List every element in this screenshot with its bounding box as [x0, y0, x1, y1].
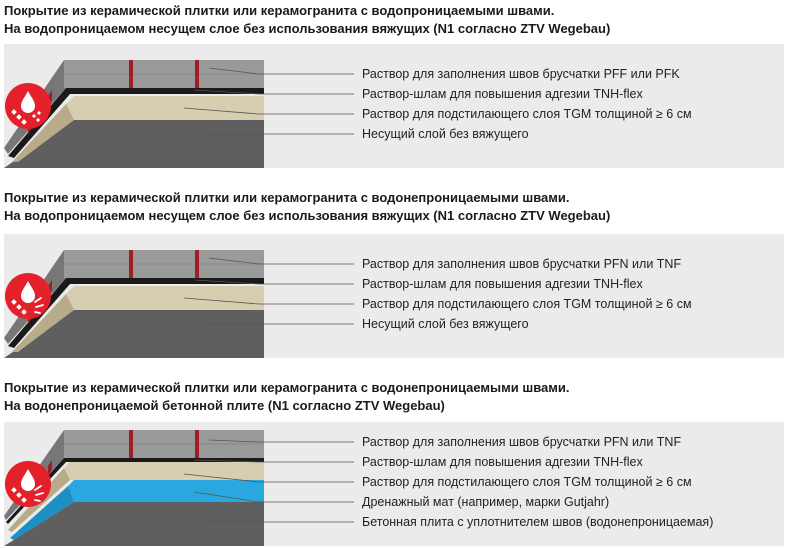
concrete-slab-shape [4, 502, 264, 546]
layer-label: Раствор для подстилающего слоя TGM толщи… [362, 475, 692, 489]
section-1-layer-diagram [4, 60, 354, 168]
layer-label: Несущий слой без вяжущего [362, 317, 529, 331]
bedding-layer-shape [64, 462, 264, 480]
leader-line [208, 257, 354, 265]
section-1-heading-line1: Покрытие из керамической плитки или кера… [4, 3, 555, 18]
section-2-heading-line2: На водопроницаемом несущем слое без испо… [4, 208, 611, 223]
joint-shape [129, 430, 133, 458]
layer-label: Раствор для подстилающего слоя TGM толщи… [362, 107, 692, 121]
bedding-layer-shape [66, 96, 264, 120]
layer-label: Несущий слой без вяжущего [362, 127, 529, 141]
joint-shape [195, 250, 199, 278]
layer-label: Раствор-шлам для повышения адгезии TNH-f… [362, 277, 643, 291]
layer-label: Раствор для заполнения швов брусчатки PF… [362, 435, 682, 449]
drain-mat-shape [68, 480, 264, 502]
layer-label: Раствор-шлам для повышения адгезии TNH-f… [362, 455, 643, 469]
leader-line [193, 491, 354, 503]
water-drop-impermeable-icon [5, 461, 51, 507]
section-2-heading: Покрытие из керамической плитки или кера… [4, 189, 610, 225]
layer-label: Бетонная плита с уплотнителем швов (водо… [362, 515, 714, 529]
bedding-layer-shape [66, 286, 264, 310]
section-3-heading-line2: На водонепроницаемой бетонной плите (N1 … [4, 398, 445, 413]
layer-label: Раствор для заполнения швов брусчатки PF… [362, 257, 682, 271]
leader-line [193, 89, 354, 95]
layer-label: Раствор-шлам для повышения адгезии TNH-f… [362, 87, 643, 101]
joint-shape [129, 250, 133, 278]
layer-label: Дренажный мат (например, марки Gutjahr) [362, 495, 610, 509]
section-3-heading-line1: Покрытие из керамической плитки или кера… [4, 380, 570, 395]
water-drop-permeable-icon [5, 83, 51, 129]
joint-side-shape [48, 460, 52, 476]
base-layer-shape [4, 120, 264, 168]
joint-shape [195, 430, 199, 458]
section-3-layer-diagram [4, 430, 354, 546]
section-1-panel: Раствор для заполнения швов брусчатки PF… [4, 44, 784, 168]
layer-label: Раствор для заполнения швов брусчатки PF… [362, 67, 680, 81]
section-2-layer-diagram [4, 250, 354, 358]
leader-line [208, 67, 354, 75]
layer-label: Раствор для подстилающего слоя TGM толщи… [362, 297, 692, 311]
leader-line [183, 473, 354, 483]
leader-line [193, 279, 354, 285]
section-2-panel: Раствор для заполнения швов брусчатки PF… [4, 234, 784, 358]
section-1-heading: Покрытие из керамической плитки или кера… [4, 2, 610, 38]
leader-line [208, 439, 354, 443]
water-drop-impermeable-icon [5, 273, 51, 319]
section-2-heading-line1: Покрытие из керамической плитки или кера… [4, 190, 570, 205]
leader-line [183, 107, 354, 115]
base-layer-shape [4, 310, 264, 358]
leader-line [193, 459, 354, 463]
leader-line [183, 297, 354, 305]
joint-shape [195, 60, 199, 88]
section-3-panel: Раствор для заполнения швов брусчатки PF… [4, 422, 784, 546]
section-1-heading-line2: На водопроницаемом несущем слое без испо… [4, 21, 611, 36]
section-3-heading: Покрытие из керамической плитки или кера… [4, 379, 569, 415]
joint-shape [129, 60, 133, 88]
